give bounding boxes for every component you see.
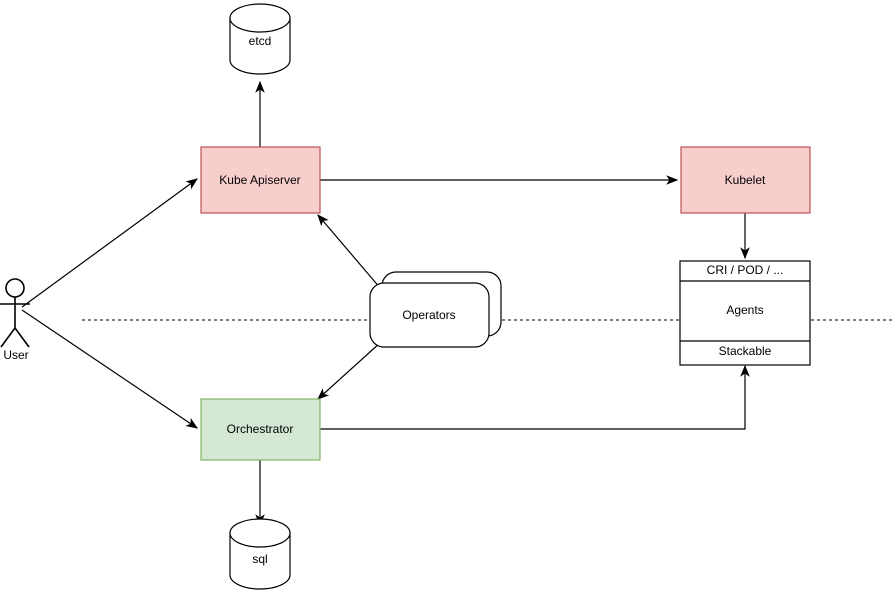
node-etcd[interactable]: etcd xyxy=(229,3,291,75)
node-kube-apiserver[interactable]: Kube Apiserver xyxy=(200,146,321,214)
node-user-actor[interactable]: User xyxy=(0,278,30,362)
connector-operators-to-kube-apiserver xyxy=(317,214,382,290)
connector-user-to-kube-apiserver xyxy=(21,178,198,308)
node-operators[interactable]: Operators xyxy=(369,271,502,348)
operators-front-card xyxy=(369,282,490,348)
node-orchestrator[interactable]: Orchestrator xyxy=(200,398,321,461)
connector-orchestrator-to-stackable xyxy=(320,364,750,430)
node-kubelet[interactable]: Kubelet xyxy=(680,146,811,214)
connector-operators-to-orchestrator xyxy=(317,341,382,400)
node-sql[interactable]: sql xyxy=(229,518,291,590)
node-user-label: User xyxy=(3,348,28,362)
connector-user-to-orchestrator xyxy=(21,309,198,429)
node-agents-stack[interactable]: CRI / POD / ... Agents Stackable xyxy=(679,260,811,366)
